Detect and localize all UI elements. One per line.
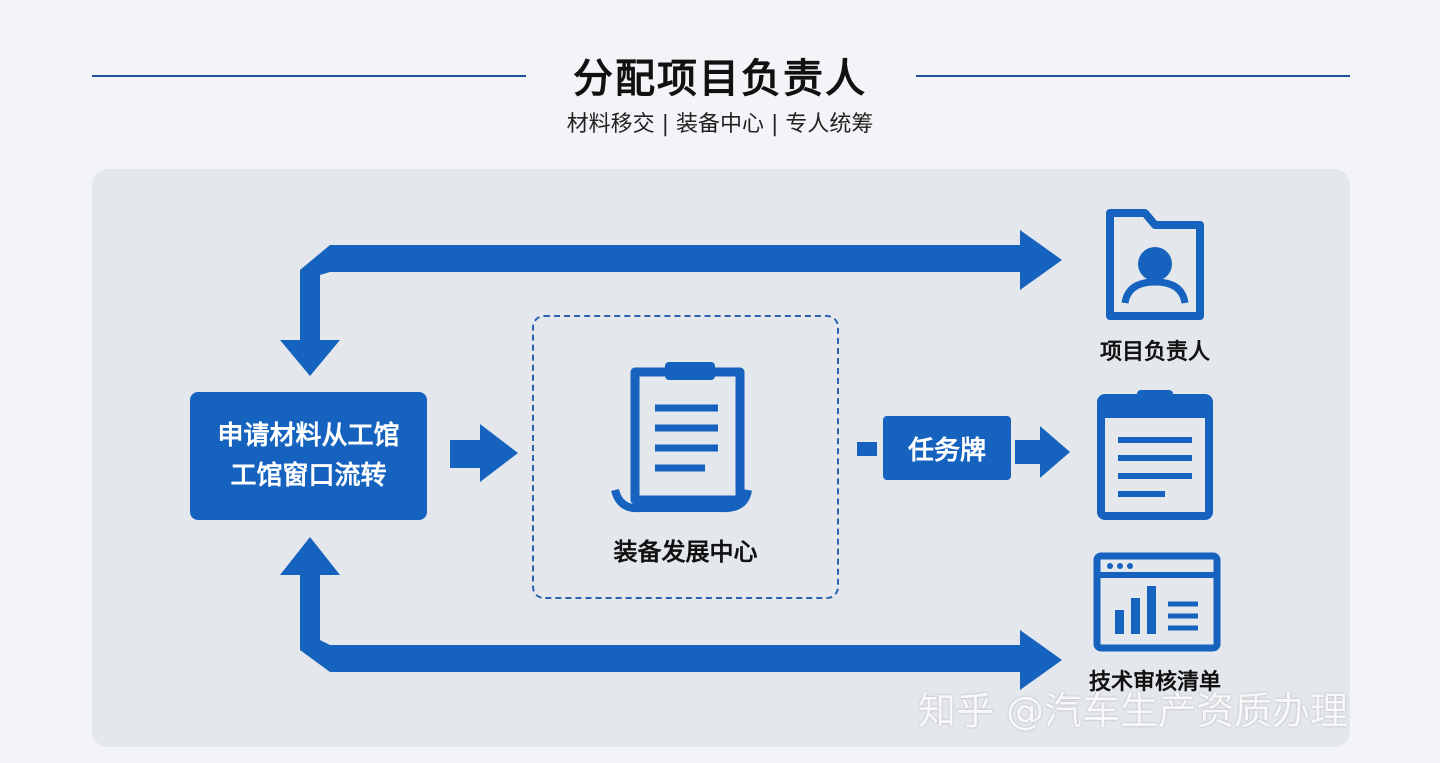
center-dashed-frame [532,315,839,599]
clipboard-icon [611,362,752,513]
title-rule-right [916,75,1350,77]
center-label: 装备发展中心 [613,538,758,566]
id-card-icon [1097,390,1213,520]
apply-line-1: 申请材料从工馆 [217,421,400,451]
task-badge: 任务牌 [883,416,1011,480]
connector-dash [857,442,877,456]
tech-review-label: 技术审核清单 [1088,670,1221,695]
watermark: 知乎 @汽车生产资质办理 [918,689,1349,733]
apply-materials-box: 申请材料从工馆 工馆窗口流转 [190,392,427,520]
arrow-top-loop [280,230,1062,376]
page-subtitle: 材料移交 | 装备中心 | 专人统筹 [566,112,874,137]
bar-chart-window-icon [1093,552,1221,652]
apply-line-2: 工馆窗口流转 [230,461,387,491]
page-title: 分配项目负责人 [573,56,867,102]
person-folder-icon [1106,209,1204,320]
arrow-to-center [450,424,518,482]
arrow-bottom-loop [280,537,1062,690]
title-rule-left [92,75,526,77]
arrow-to-idcard [1015,426,1070,478]
project-lead-label: 项目负责人 [1099,340,1210,365]
